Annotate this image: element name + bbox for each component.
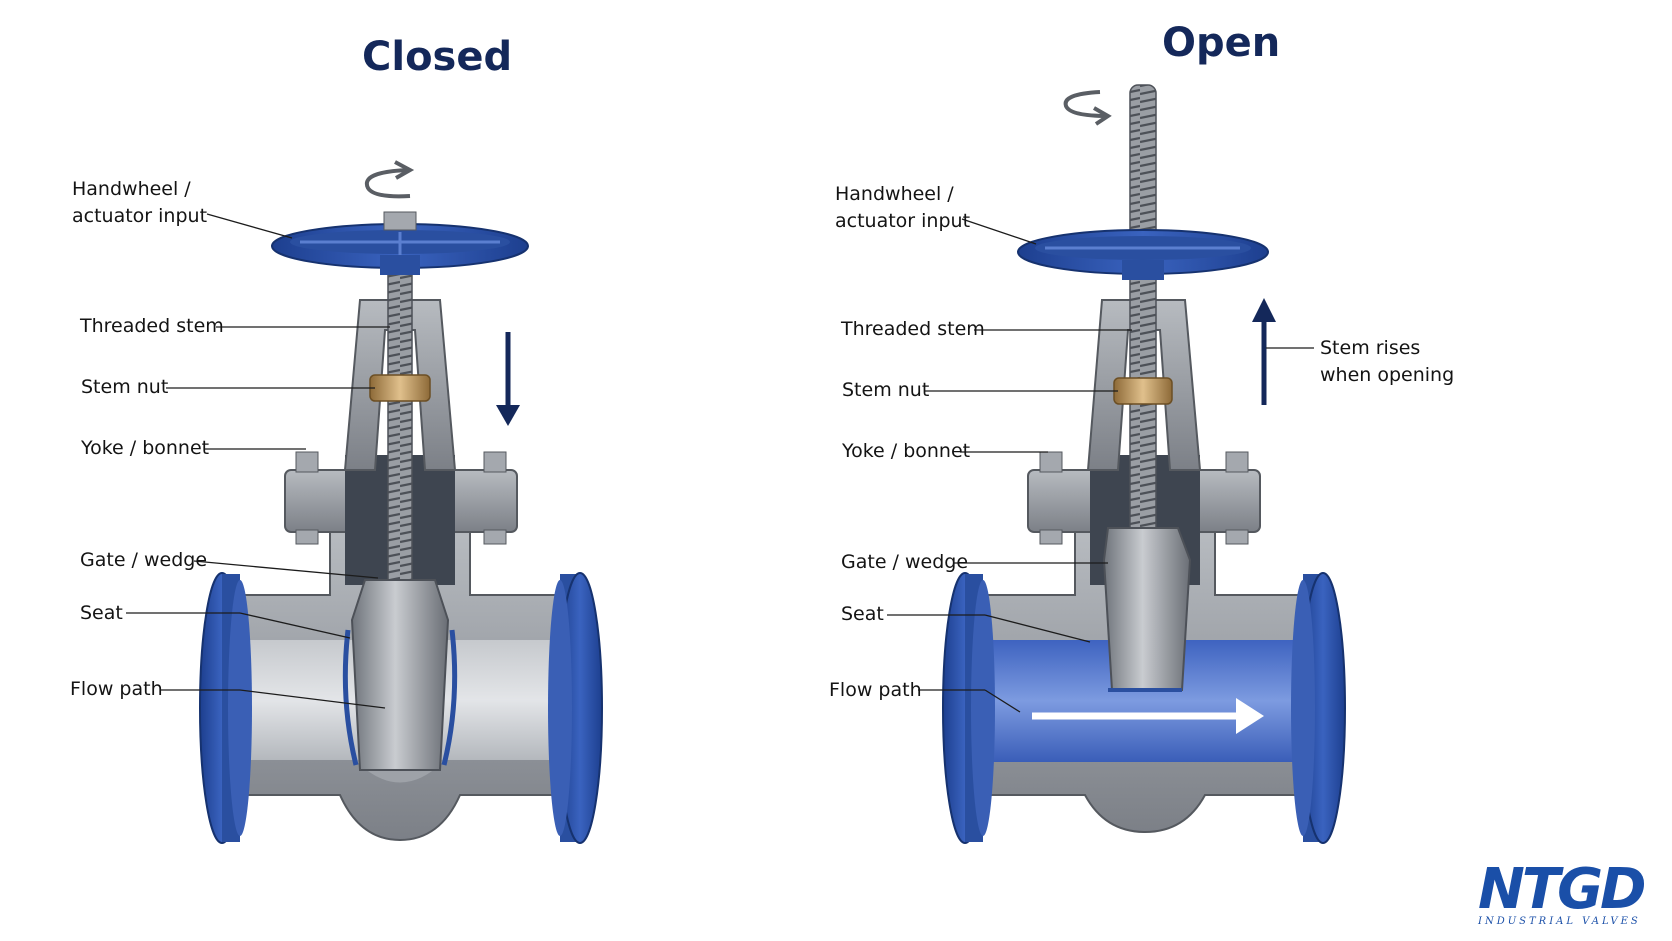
open-title: Open bbox=[1162, 20, 1281, 66]
open-label-seat: Seat bbox=[841, 603, 884, 625]
closed-title: Closed bbox=[362, 34, 513, 80]
closed-label-stem-nut: Stem nut bbox=[81, 376, 169, 398]
open-label-stem-nut: Stem nut bbox=[842, 379, 930, 401]
closed-label-stem: Threaded stem bbox=[80, 315, 224, 337]
closed-label-yoke: Yoke / bonnet bbox=[81, 437, 210, 459]
closed-label-handwheel: Handwheel / actuator input bbox=[72, 176, 207, 230]
closed-label-gate: Gate / wedge bbox=[80, 549, 208, 571]
open-label-gate: Gate / wedge bbox=[841, 551, 969, 573]
logo-subtitle: INDUSTRIAL VALVES bbox=[1478, 916, 1641, 927]
closed-valve bbox=[126, 160, 603, 844]
open-label-stem-rises-line2: when opening bbox=[1320, 364, 1455, 386]
closed-label-handwheel-line1: Handwheel / bbox=[72, 178, 191, 200]
open-label-stem-rises: Stem rises when opening bbox=[1320, 335, 1454, 389]
open-label-flow: Flow path bbox=[829, 679, 922, 701]
open-label-handwheel-line2: actuator input bbox=[835, 210, 971, 232]
open-label-stem-rises-line1: Stem rises bbox=[1320, 337, 1421, 359]
ntgd-logo: NTGD INDUSTRIAL VALVES bbox=[1478, 862, 1668, 937]
open-label-handwheel: Handwheel / actuator input bbox=[835, 181, 970, 235]
logo-mark: NTGD bbox=[1478, 857, 1647, 922]
closed-label-flow: Flow path bbox=[70, 678, 163, 700]
closed-label-seat: Seat bbox=[80, 602, 123, 624]
open-label-stem: Threaded stem bbox=[841, 318, 985, 340]
closed-label-handwheel-line2: actuator input bbox=[72, 205, 208, 227]
open-valve bbox=[887, 84, 1346, 844]
open-label-yoke: Yoke / bonnet bbox=[842, 440, 971, 462]
open-label-handwheel-line1: Handwheel / bbox=[835, 183, 954, 205]
